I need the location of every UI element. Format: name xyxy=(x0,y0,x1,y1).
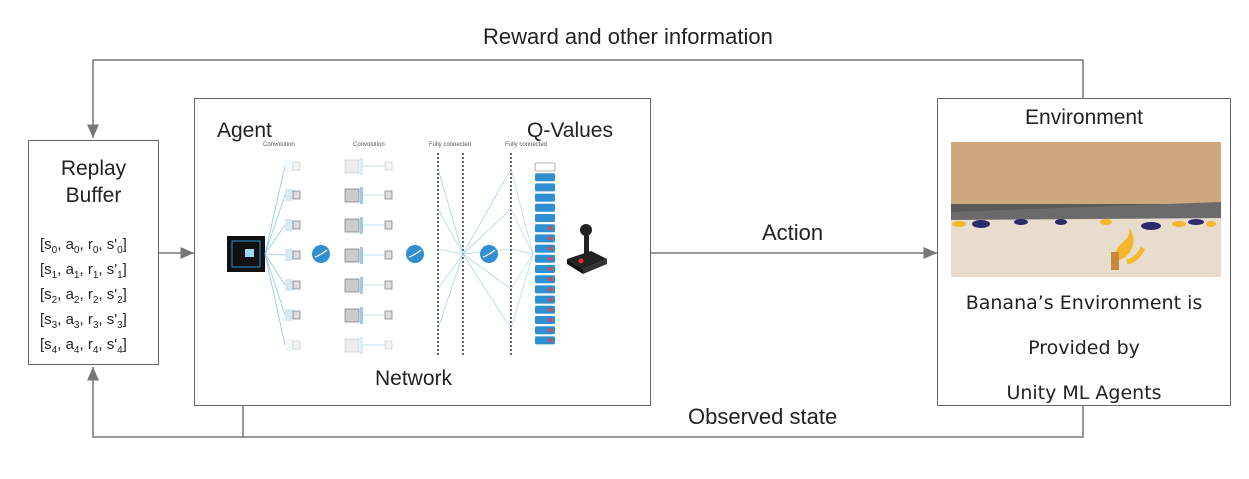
q-value-cell xyxy=(535,336,555,345)
reward-arrow xyxy=(87,59,1084,138)
conv1-feature-map xyxy=(292,190,301,200)
conv1-feature-map xyxy=(292,310,301,320)
q-value-cell xyxy=(535,316,555,324)
environment-box: Environment Banana’s Environment is Prov… xyxy=(937,98,1231,406)
q-value-cell xyxy=(535,183,555,192)
network-title: Network xyxy=(375,367,453,390)
banana-environment-scene xyxy=(951,142,1221,277)
conv2-feature-map xyxy=(344,188,360,203)
q-value-cell xyxy=(535,275,555,284)
buffer-row: [s0, a0, r0, s'0] xyxy=(40,236,127,256)
q-values-title: Q-Values xyxy=(527,119,613,142)
q-value-cell xyxy=(535,173,555,182)
conv1-feature-map xyxy=(292,220,301,230)
q-value-cell xyxy=(535,224,555,233)
fc1-layer xyxy=(437,153,512,355)
action-label: Action xyxy=(762,220,824,245)
q-value-cell xyxy=(535,214,555,222)
network-connections xyxy=(264,165,534,346)
environment-title: Environment xyxy=(1025,106,1143,129)
observed-state-arrow xyxy=(87,367,1084,438)
reward-label: Reward and other information xyxy=(483,24,773,49)
q-values-column xyxy=(534,162,556,345)
conv2-layer xyxy=(344,158,393,354)
conv1-feature-map xyxy=(292,161,301,171)
conv2-feature-map xyxy=(344,218,360,233)
agent-title: Agent xyxy=(217,119,272,142)
layer-label-conv2: Convolution xyxy=(353,142,385,148)
replay-buffer-rows: [s0, a0, r0, s'0] [s1, a1, r1, s'1] [s2, a… xyxy=(40,235,127,360)
buffer-row: [s2, a2, r2, s'2] xyxy=(40,286,127,306)
q-value-cell xyxy=(535,193,555,202)
conv2-feature-map xyxy=(344,159,360,174)
layer-label-fc1: Fully connected xyxy=(429,142,472,148)
network-diagram xyxy=(227,153,607,355)
conv1-feature-map xyxy=(292,340,301,350)
q-value-cell xyxy=(535,295,555,304)
buffer-row: [s3, a3, r3, s'3] xyxy=(40,311,127,331)
conv2-feature-map xyxy=(344,278,360,293)
q-value-cell xyxy=(535,234,555,243)
layer-label-conv1: Convolution xyxy=(263,142,295,148)
conv2-feature-map xyxy=(344,338,360,353)
observed-state-label: Observed state xyxy=(688,404,838,429)
conv2-feature-map xyxy=(344,308,360,323)
environment-caption: Banana’s Environment is Provided by Unit… xyxy=(965,292,1203,404)
conv2-feature-map xyxy=(344,248,360,263)
buffer-row: [s4, a4, r4, s'4] xyxy=(40,336,127,356)
q-value-cell xyxy=(535,285,555,294)
joystick-icon xyxy=(567,224,607,274)
conv1-layer xyxy=(285,160,301,351)
q-value-cell xyxy=(534,162,556,172)
conv1-feature-map xyxy=(292,280,301,290)
q-value-cell xyxy=(535,203,555,212)
buffer-row: [s1, a1, r1, s'1] xyxy=(40,261,127,281)
q-value-cell xyxy=(535,265,555,273)
q-value-cell xyxy=(535,305,555,314)
layer-label-fc2: Fully connected xyxy=(505,142,548,148)
q-value-cell xyxy=(535,254,555,263)
q-value-cell xyxy=(535,326,555,335)
input-frame-icon xyxy=(227,236,265,272)
q-value-cell xyxy=(535,244,555,253)
replay-buffer-box: Replay Buffer [s0, a0, r0, s'0] [s1, a1, … xyxy=(28,140,159,365)
agent-box: Agent Q-Values Network Convolution Convo… xyxy=(194,98,651,406)
conv1-feature-map xyxy=(292,250,301,260)
replay-buffer-title: Replay Buffer xyxy=(60,157,127,207)
